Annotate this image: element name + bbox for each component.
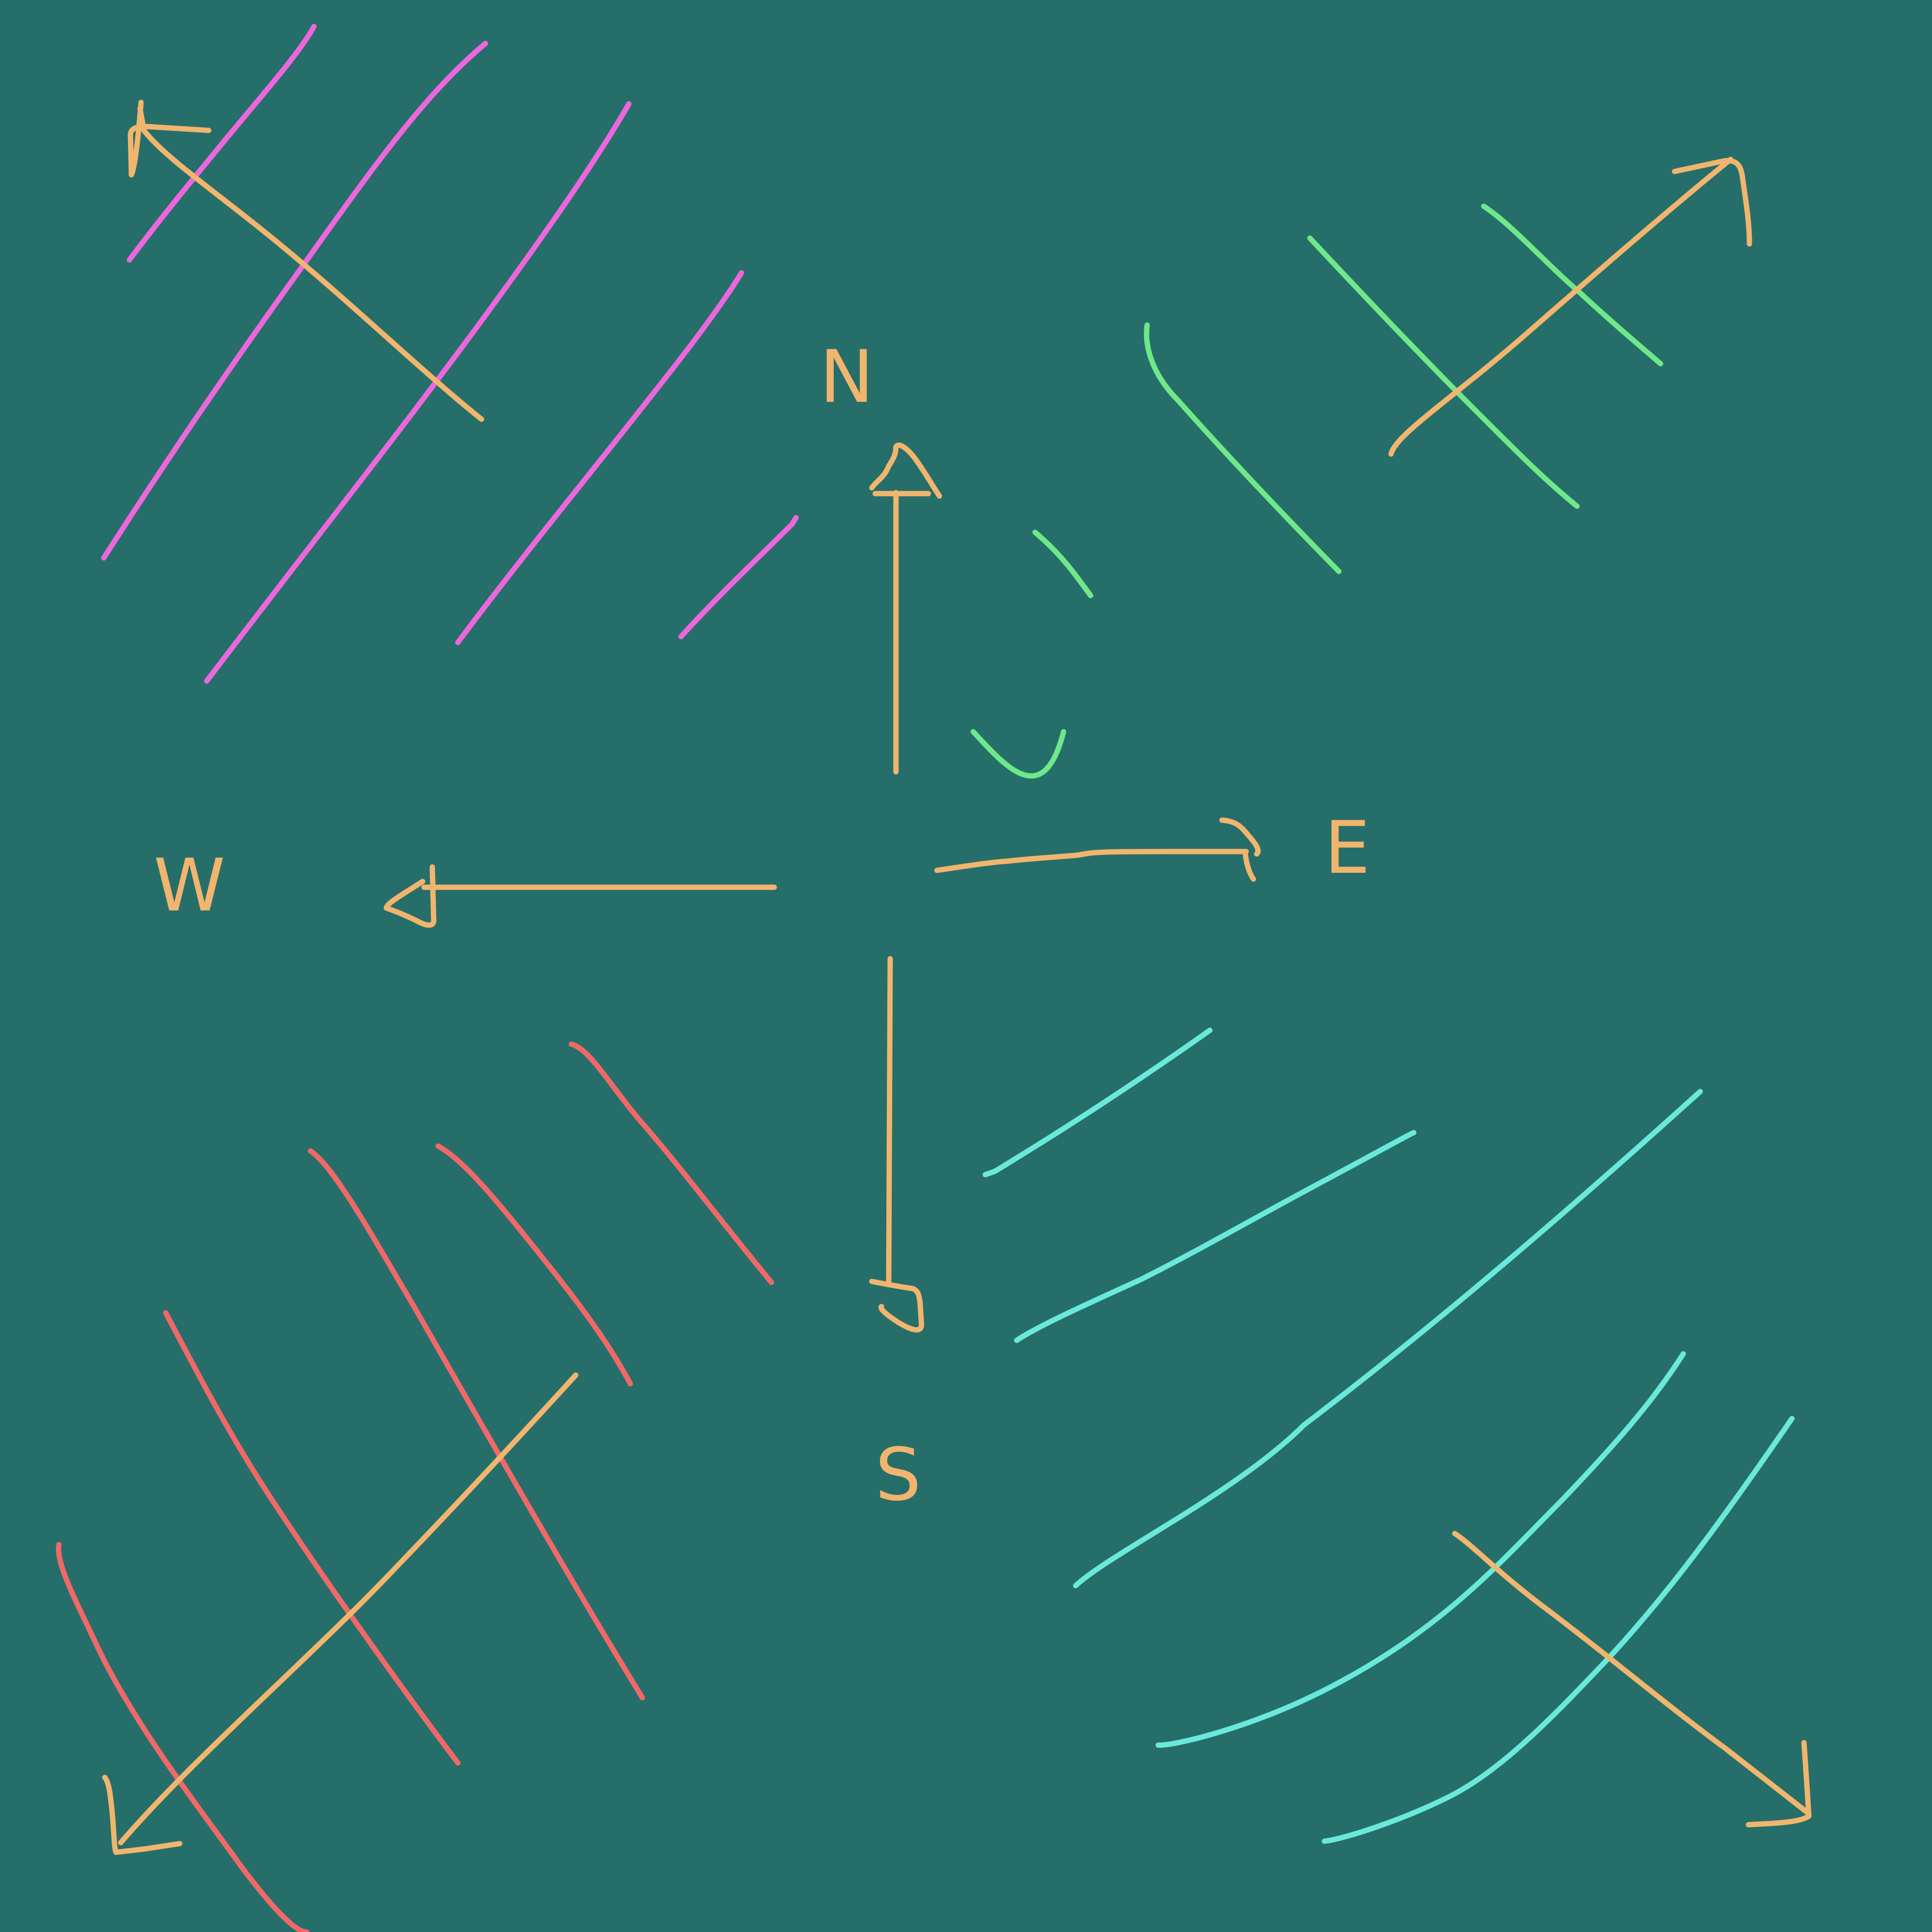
south-arrow-shaft [886, 956, 893, 1287]
northwest-hatch-line-2 [101, 41, 488, 561]
northeast-arrow-shaft [1388, 156, 1733, 457]
northwest-arrowhead [128, 99, 212, 178]
southwest-hatch-line-2 [163, 1310, 461, 1766]
northeast-hatch-line-5 [970, 729, 1066, 779]
compass-label-east: E [1324, 806, 1370, 890]
northeast-arrowhead [1672, 158, 1752, 247]
southeast-hatch-line-1 [982, 1027, 1213, 1178]
compass-label-west: W [154, 844, 225, 928]
southeast-hatch-line-5 [1321, 1416, 1795, 1844]
northwest-hatch-line-4 [455, 270, 744, 645]
southeast-hatch-line-3 [1073, 1089, 1703, 1589]
southwest-hatch-line-3 [308, 1148, 645, 1701]
south-arrowhead [869, 1279, 924, 1333]
southeast-arrow-shaft [1452, 1531, 1812, 1817]
northwest-hatch-line-3 [204, 101, 632, 684]
compass-label-north: N [820, 335, 874, 419]
southwest-hatch-line-1 [56, 1542, 310, 1932]
northwest-group [101, 24, 799, 684]
west-arrowhead [384, 864, 437, 928]
east-arrow-shaft [934, 849, 1249, 873]
southwest-hatch-line-4 [435, 1143, 633, 1387]
southeast-hatch-line-2 [1014, 1130, 1417, 1343]
northeast-group [970, 156, 1752, 779]
southwest-arrowhead [102, 1775, 183, 1855]
northwest-arrow-shaft [137, 106, 484, 422]
northwest-hatch-line-5 [678, 515, 799, 639]
northeast-hatch-line-2 [1307, 235, 1580, 509]
southwest-arrow-shaft [118, 1372, 579, 1846]
northeast-hatch-line-3 [1481, 203, 1663, 367]
southeast-group [982, 1027, 1812, 1844]
compass-label-south: S [875, 1433, 921, 1517]
southwest-group [56, 1041, 774, 1932]
north-arrowhead [869, 442, 942, 499]
southwest-hatch-line-5 [568, 1041, 774, 1285]
east-arrowhead [1219, 817, 1261, 882]
northwest-hatch-line-1 [127, 24, 317, 263]
northeast-hatch-line-4 [1032, 529, 1094, 598]
southeast-arrowhead [1746, 1740, 1812, 1828]
southeast-hatch-line-4 [1155, 1351, 1686, 1748]
compass-arrows [384, 442, 1261, 1333]
northeast-hatch-line-1 [1144, 322, 1342, 574]
